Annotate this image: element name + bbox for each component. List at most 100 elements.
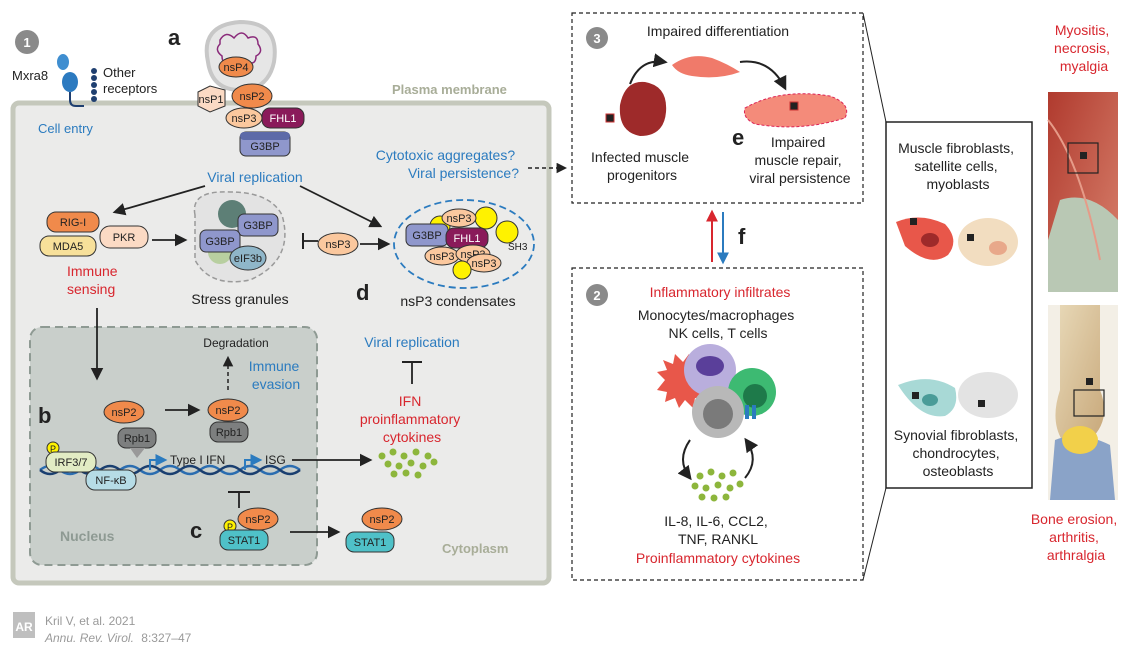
stat-STAT1-label: STAT1 (228, 535, 261, 547)
panel-2: 2 Inflammatory infiltrates Monocytes/mac… (571, 267, 864, 581)
cond-nsP3-label-1: nsP3 (446, 213, 471, 225)
other-receptors-label: Other receptors (103, 65, 158, 96)
bone-outcome-label: Bone erosion, arthritis, arthralgia (1031, 511, 1121, 563)
stat-nsP2-label-2: nsP2 (369, 514, 394, 526)
cytokine-dots-2 (691, 468, 744, 502)
infected-progenitors-label: Infected muscle progenitors (591, 149, 693, 183)
panel-2-title: Inflammatory infiltrates (650, 284, 791, 300)
connector-bottom (862, 487, 887, 581)
nsP3-label: nsP3 (231, 113, 256, 125)
panel-f-letter: f (738, 224, 746, 249)
viral-replication-label: Viral replication (207, 169, 302, 185)
isg-label: ISG (265, 453, 286, 467)
nfkb-label: NF-κB (95, 475, 126, 487)
arrow-to-condensates (299, 185, 383, 228)
arrow-to-immune (112, 185, 206, 216)
panel-1: 1 Mxra8 Other receptors Cell entry a nsP… (10, 19, 568, 586)
impaired-myotube (744, 93, 848, 128)
nuc-Rpb1-label-2: Rpb1 (216, 427, 242, 439)
other-receptors-shape (91, 68, 97, 102)
nsP2-Rpb1-complex-2: nsP2 Rpb1 (207, 398, 249, 443)
type1ifn-label: Type I IFN (170, 453, 225, 467)
nucleus-region (29, 326, 318, 566)
sg-G3BP-label-1: G3BP (243, 220, 272, 232)
cytotoxic-label: Cytotoxic aggregates? Viral persistence? (376, 147, 519, 181)
panel-3: 3 Impaired differentiation e Infected mu… (571, 12, 864, 204)
viral-replication-label-2: Viral replication (364, 334, 459, 350)
impaired-repair-label: Impaired muscle repair, viral persistenc… (749, 134, 850, 186)
citation: AR Kril V, et al. 2021 Annu. Rev. Virol.… (13, 612, 192, 645)
nsP4-label: nsP4 (223, 62, 248, 74)
cond-G3BP-label: G3BP (412, 230, 441, 242)
nsP3-inhibitor-label: nsP3 (325, 239, 350, 251)
panel-e-letter: e (732, 125, 744, 150)
ifn-label: IFN proinflammatory cytokines (360, 393, 464, 445)
muscle-cells-icon (896, 217, 1018, 266)
panel-1-number: 1 (23, 35, 30, 50)
proinflammatory-cytokines-label: Proinflammatory cytokines (636, 550, 800, 566)
cond-nsP3-label-2: nsP3 (429, 251, 454, 263)
mxra8-receptor (57, 54, 84, 107)
SH3-label: SH3 (508, 242, 528, 253)
joint-anatomy (1048, 305, 1118, 500)
stat-STAT1-label-2: STAT1 (354, 537, 387, 549)
synovial-cells-label: Synovial fibroblasts, chondrocytes, oste… (894, 427, 1022, 479)
isg-promoter-arrow (244, 454, 263, 470)
nuc-nsP2-label-2: nsP2 (215, 405, 240, 417)
nsP2-label: nsP2 (239, 91, 264, 103)
cytokine-list-label: IL-8, IL-6, CCL2, TNF, RANKL (664, 513, 771, 547)
cond-nsP3-label-4: nsP3 (471, 258, 496, 270)
degradation-label: Degradation (203, 336, 268, 350)
cell-types-box: Muscle fibroblasts, satellite cells, myo… (885, 121, 1033, 489)
stress-granules-label: Stress granules (191, 291, 288, 307)
stress-granules: G3BP G3BP eIF3b (193, 191, 286, 283)
PKR-label: PKR (113, 232, 136, 244)
plasma-membrane-label: Plasma membrane (392, 82, 507, 97)
nsP2-STAT1-complex: nsP2 P STAT1 (219, 507, 279, 551)
arrow-cycle-right (744, 437, 759, 479)
panel-2-number: 2 (593, 288, 600, 303)
cytokine-dots-1 (378, 448, 438, 479)
irf-phospho-label: P (50, 444, 56, 454)
nucleus-label: Nucleus (60, 528, 115, 544)
nuc-Rpb1-label: Rpb1 (124, 433, 150, 445)
muscle-anatomy (1047, 92, 1118, 292)
nsP1-label: nsP1 (198, 94, 223, 106)
arrow-differentiate-1 (629, 53, 668, 85)
arrow-cycle-left (677, 439, 692, 481)
G3BP-label: G3BP (250, 141, 279, 153)
MDA5-label: MDA5 (53, 241, 84, 253)
stat-nsP2-label: nsP2 (245, 514, 270, 526)
panel-a-letter: a (168, 25, 181, 50)
panel-b-letter: b (38, 403, 51, 428)
panel-c-letter: c (190, 518, 202, 543)
stat-P-label: P (227, 522, 233, 532)
panel-d-letter: d (356, 280, 369, 305)
arrow-differentiate-2 (739, 60, 787, 91)
nuc-nsP2-label: nsP2 (111, 407, 136, 419)
cond-FHL1-label: FHL1 (454, 233, 481, 245)
nsP3-condensates-label: nsP3 condensates (400, 293, 515, 309)
type1ifn-promoter-arrow (149, 454, 168, 470)
ar-logo-text: AR (15, 620, 33, 634)
replication-complex: nsP4 nsP1 nsP2 nsP3 FHL1 G3BP (197, 19, 305, 157)
muscle-outcome-label: Myositis, necrosis, myalgia (1054, 22, 1114, 74)
sg-G3BP-label-2: G3BP (205, 236, 234, 248)
eIF3b-label: eIF3b (234, 253, 262, 265)
connector-top (862, 12, 887, 123)
immune-cells-cluster (657, 344, 776, 438)
immune-sensing-label: Immune sensing (67, 263, 121, 297)
citation-journal: Annu. Rev. Virol. 8:327–47 (44, 631, 192, 645)
synovial-cells-icon (898, 372, 1018, 418)
cell-entry-label: Cell entry (38, 121, 93, 136)
panel-3-number: 3 (593, 31, 600, 46)
nsP3-condensates: G3BP FHL1 nsP3 nsP3 nsP3 nsP3 SH3 (393, 199, 535, 289)
immune-evasion-label: Immune evasion (249, 358, 303, 392)
immune-sensors: RIG-I MDA5 PKR (39, 211, 149, 257)
nsP2-Rpb1-complex: nsP2 Rpb1 (103, 400, 157, 458)
nsP2-STAT1-complex-2: nsP2 STAT1 (345, 507, 403, 553)
RIG-I-label: RIG-I (60, 217, 86, 229)
myoblast-cell (672, 56, 740, 78)
citation-authors: Kril V, et al. 2021 (45, 614, 136, 628)
